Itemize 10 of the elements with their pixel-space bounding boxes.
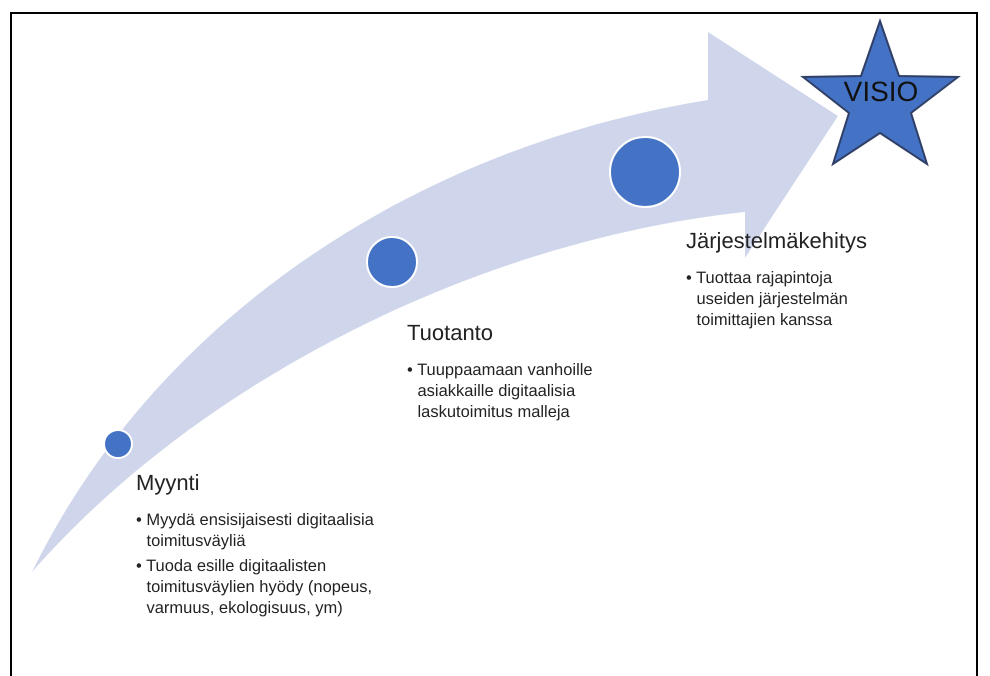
bullet-item: • Tuuppaamaan vanhoille asiakkaille digitaalisia laskutoimitus malleja xyxy=(407,360,594,423)
star-label: VISIO xyxy=(842,76,920,108)
stage-heading: Myynti xyxy=(136,470,200,496)
bullet-item: • Tuoda esille digitaalisten toimitusväylien hyödy (nopeus, varmuus, ekologisuus, ym) xyxy=(136,556,374,619)
bullet-item: • Tuottaa rajapintoja useiden järjestelmän toimittajien kanssa xyxy=(686,268,849,331)
star-shape xyxy=(800,18,962,168)
stage-heading: Järjestelmäkehitys xyxy=(686,228,867,254)
stage-heading: Tuotanto xyxy=(407,320,494,346)
curved-arrow xyxy=(32,32,838,572)
bullet-item: • Myydä ensisijaisesti digitaalisia toimitusväyliä xyxy=(136,510,375,552)
